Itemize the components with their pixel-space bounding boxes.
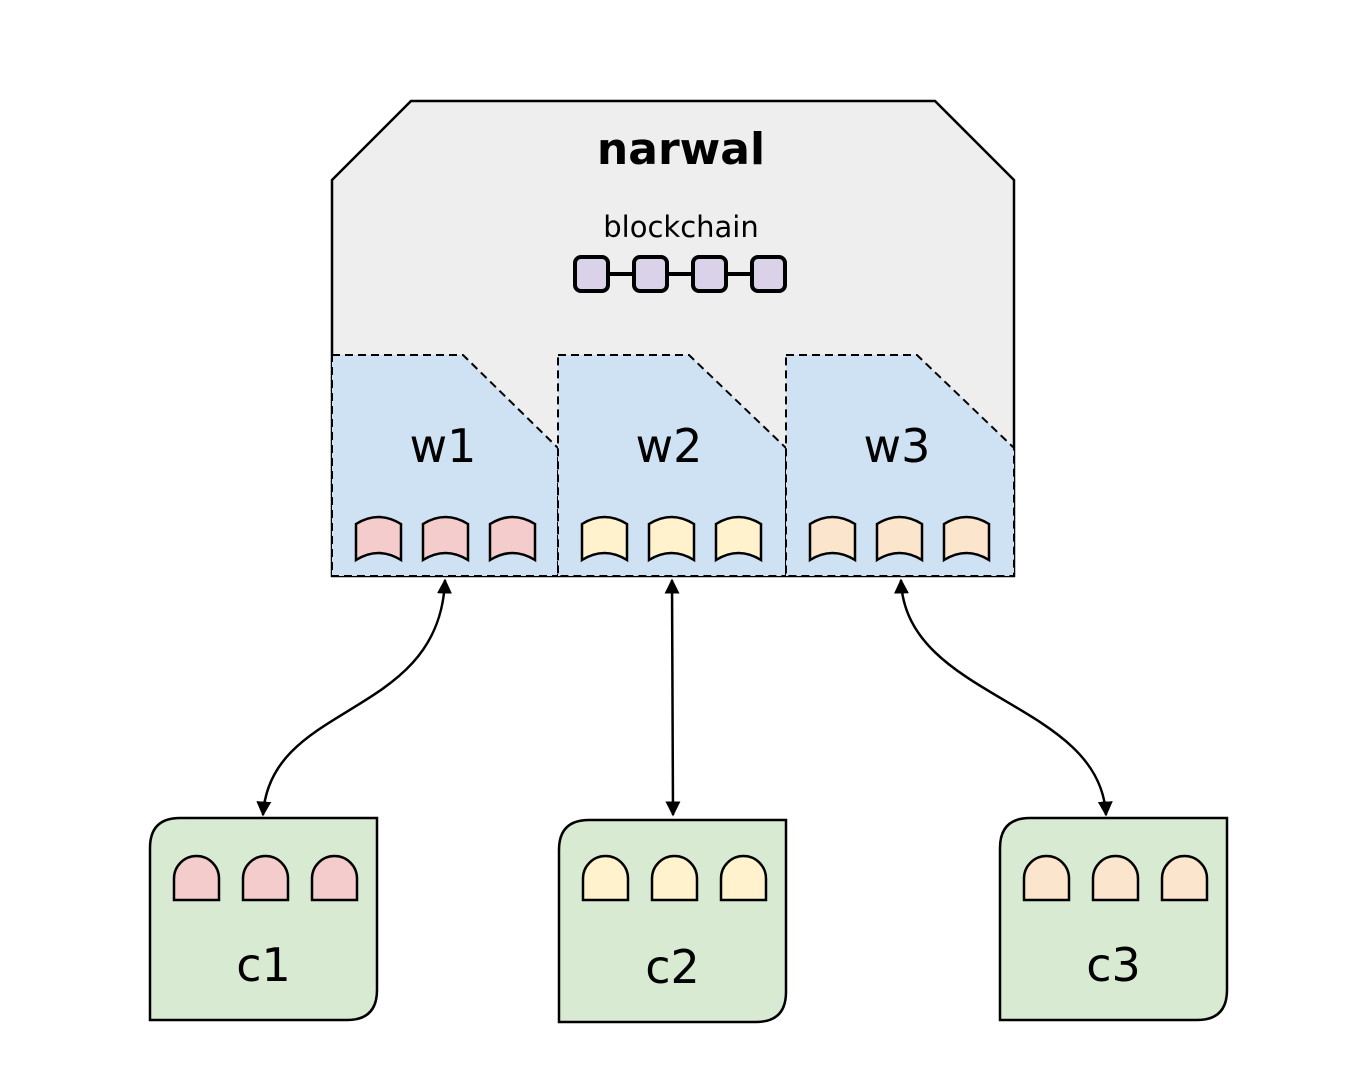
client-label: c2 [645,940,700,994]
block-icon [750,255,787,293]
blockchain-label: blockchain [603,210,758,244]
transaction-icon [650,854,699,902]
transaction-icon [875,515,924,563]
transaction-icon [714,515,763,563]
worker-w1[interactable]: w1 [331,354,559,577]
worker-label: w1 [410,419,477,473]
block-icon [691,255,728,293]
transaction-icon [354,515,403,563]
transaction-icon [1160,854,1209,902]
workers-group: w1 w2 w3 [331,354,1015,577]
transaction-icon [310,854,359,902]
worker-w3[interactable]: w3 [785,354,1015,577]
transaction-icon [172,854,221,902]
transaction-icon [1091,854,1140,902]
connection-c1-w1[interactable] [256,578,452,817]
connection-c2-w2[interactable] [664,578,681,817]
narwal-title: narwal [597,124,765,175]
transaction-icon [580,515,629,563]
transaction-icon [581,854,630,902]
worker-label: w3 [864,419,931,473]
client-c2[interactable]: c2 [557,818,788,1024]
worker-label: w2 [636,419,703,473]
client-c3[interactable]: c3 [998,816,1229,1022]
transaction-icon [942,515,991,563]
connection-c3-w3[interactable] [893,578,1113,817]
connections [256,578,1113,817]
client-c1[interactable]: c1 [148,816,379,1022]
client-label: c3 [1086,938,1141,992]
blockchain: blockchain [573,210,787,293]
block-icon [632,255,669,293]
transaction-icon [241,854,290,902]
transaction-icon [719,854,768,902]
block-icon [573,255,610,293]
transaction-icon [808,515,857,563]
transaction-icon [488,515,537,563]
transaction-icon [647,515,696,563]
client-label: c1 [236,938,291,992]
transaction-icon [421,515,470,563]
blockchain-icon [573,255,787,293]
clients-group: c1 c2 c3 [148,816,1229,1024]
transaction-icon [1022,854,1071,902]
worker-w2[interactable]: w2 [557,354,787,577]
